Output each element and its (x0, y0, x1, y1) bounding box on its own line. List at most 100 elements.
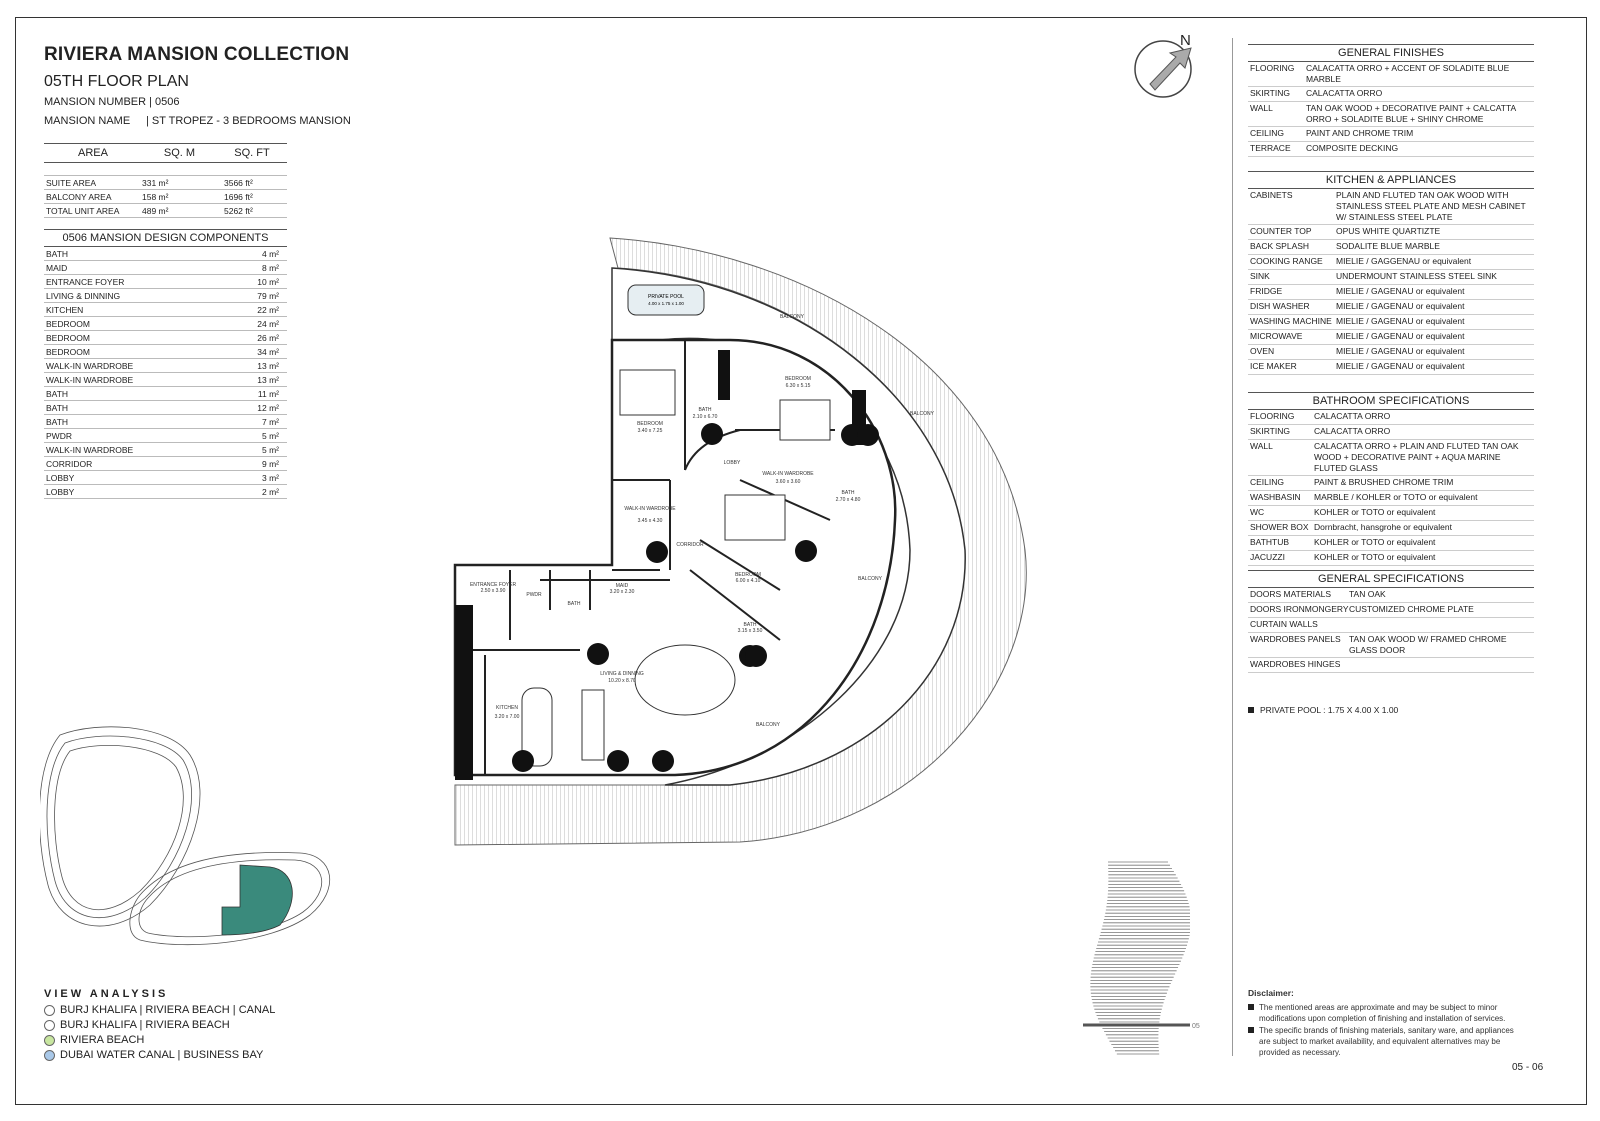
bath-label: BATH (842, 490, 855, 496)
column-icon (795, 540, 817, 562)
entrance-dim: 2.50 x 3.90 (481, 588, 506, 594)
pool-dim: 4.00 x 1.75 x 1.00 (648, 301, 684, 306)
pwdr-label: PWDR (526, 592, 542, 598)
bedroom-label: BEDROOM (785, 376, 811, 382)
interior-outline (453, 338, 897, 777)
mansion-name-value: | ST TROPEZ - 3 BEDROOMS MANSION (146, 115, 351, 127)
bedroom-dim: 6.00 x 4.10 (736, 578, 761, 584)
balcony-label: BALCONY (756, 722, 781, 728)
kitchen-dim: 3.20 x 7.00 (495, 714, 520, 720)
table-row: SUITE AREA 331 m² 3566 ft² (44, 176, 287, 190)
sqft-header: SQ. FT (234, 147, 270, 159)
view-item: RIVIERA BEACH (44, 1034, 144, 1046)
corridor-label: CORRIDOR (676, 542, 704, 548)
bedroom-dim: 6.30 x 5.15 (786, 383, 811, 389)
view-analysis-title: VIEW ANALYSIS (44, 988, 169, 1000)
bath-label: BATH (699, 407, 712, 413)
view-item: BURJ KHALIFA | RIVIERA BEACH | CANAL (44, 1004, 275, 1016)
bath-label: BATH (568, 601, 581, 607)
walkin-dim: 3.45 x 4.30 (638, 518, 663, 524)
north-arrow-icon (1149, 47, 1192, 91)
building-outline (54, 744, 184, 911)
tower-elevation: 05 (1083, 861, 1200, 1055)
bath-label: BATH (744, 622, 757, 628)
building-outline (46, 735, 192, 919)
wall (699, 539, 781, 591)
bedroom-dim: 3.40 x 7.25 (638, 428, 663, 434)
bedroom-label: BEDROOM (637, 421, 663, 427)
walkin-label: WALK-IN WARDROBE (624, 506, 676, 512)
maid-label: MAID (616, 583, 629, 589)
disclaimer-item: The specific brands of finishing materia… (1248, 1025, 1518, 1058)
mansion-number: MANSION NUMBER | 0506 (44, 96, 180, 108)
kitchen-island (521, 687, 553, 767)
bullet-icon (1248, 1027, 1254, 1033)
spec-row: WARDROBES HINGES (1248, 658, 1534, 673)
spec-row: CURTAIN WALLS (1248, 618, 1534, 633)
pool-label: PRIVATE POOL (648, 294, 684, 300)
page-title: RIVIERA MANSION COLLECTION (44, 44, 350, 65)
north-compass: N (1134, 32, 1192, 98)
private-pool (627, 284, 705, 316)
living-label: LIVING & DINNING (600, 671, 644, 677)
wall (718, 350, 730, 400)
divider-line (1232, 38, 1233, 1056)
private-pool-note: PRIVATE POOL : 1.75 X 4.00 X 1.00 (1248, 705, 1398, 715)
view-item: BURJ KHALIFA | RIVIERA BEACH (44, 1019, 230, 1031)
table-row: TOTAL UNIT AREA 489 m² 5262 ft² (44, 204, 287, 218)
general-specs-title: GENERAL SPECIFICATIONS (1248, 570, 1534, 588)
north-label: N (1180, 32, 1191, 49)
compass-ring-icon (1134, 40, 1192, 98)
view-dot-icon (44, 1049, 55, 1061)
general-finishes-title: GENERAL FINISHES (1248, 44, 1534, 62)
kitchen-label: KITCHEN (496, 705, 518, 711)
key-plan (40, 726, 331, 946)
floor-marker: 05 (1192, 1023, 1200, 1030)
balcony-label: BALCONY (910, 411, 935, 417)
column-icon (512, 750, 534, 772)
column-icon (587, 643, 609, 665)
column-icon (607, 750, 629, 772)
walkin-dim: 3.60 x 3.60 (776, 479, 801, 485)
page-frame (15, 17, 1587, 1105)
column-icon (857, 424, 879, 446)
floor-plan: PRIVATE POOL 4.00 x 1.75 x 1.00 (453, 237, 1027, 846)
column-icon (646, 541, 668, 563)
floor-title: 05TH FLOOR PLAN (44, 73, 189, 90)
view-dot-icon (44, 1019, 55, 1031)
